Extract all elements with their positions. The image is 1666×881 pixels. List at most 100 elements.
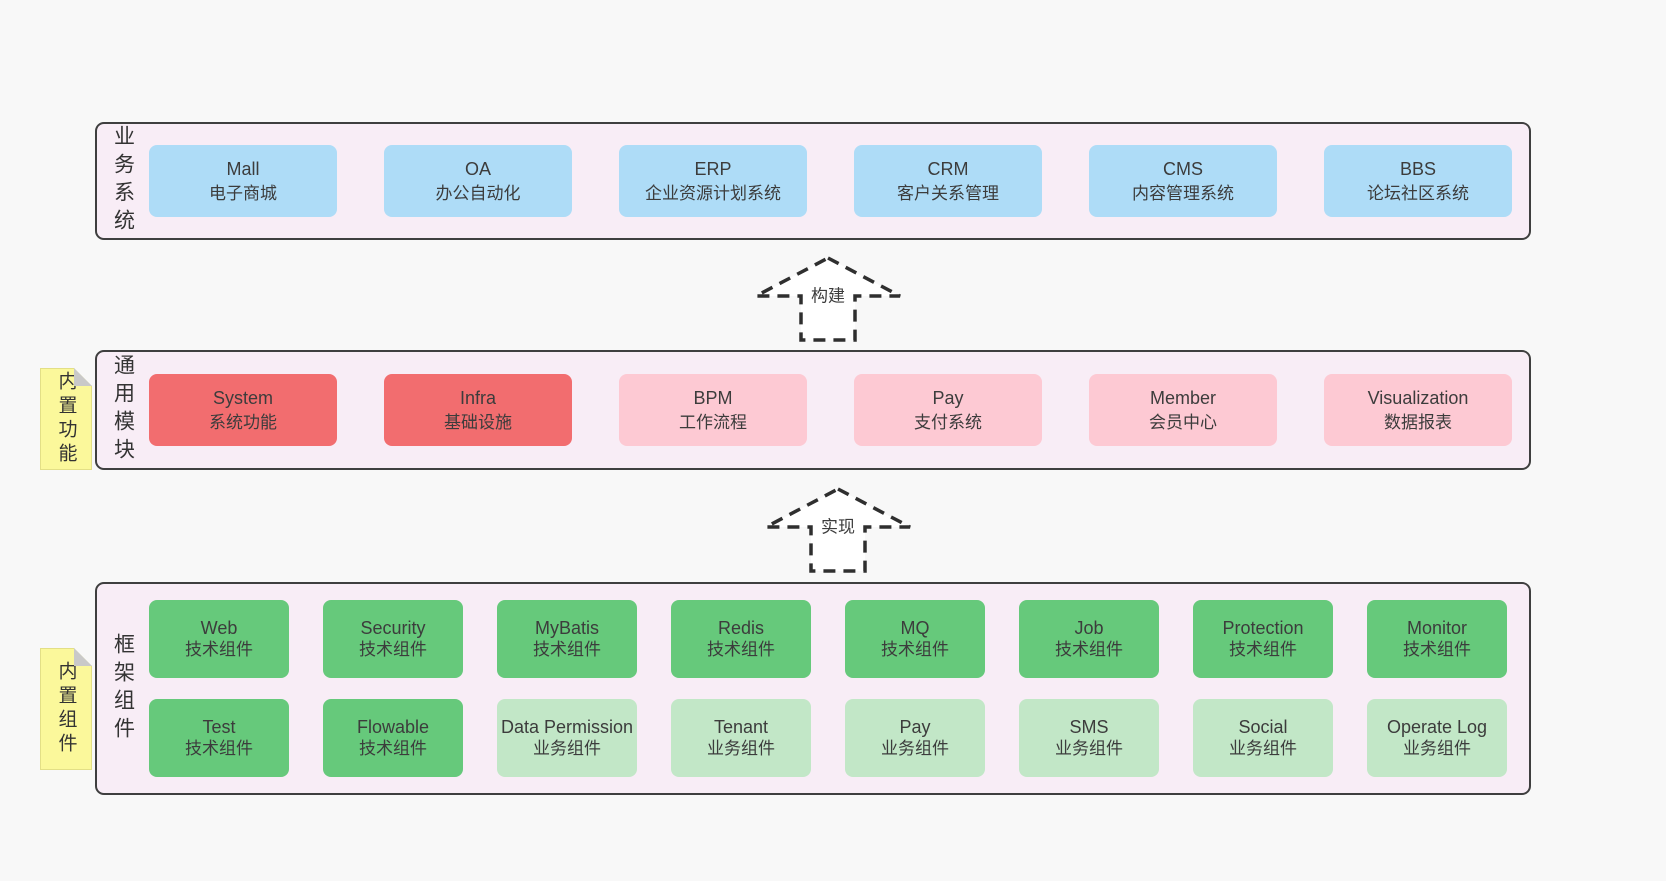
box-monitor: Monitor 技术组件 [1367, 600, 1507, 678]
box-title: Protection [1222, 617, 1304, 638]
box-subtitle: 业务组件 [1403, 739, 1471, 759]
box-mq: MQ 技术组件 [845, 600, 985, 678]
note-built-in-components: 内置组件 [40, 648, 92, 770]
arrow-implement-up: 实现 [763, 486, 913, 574]
box-test: Test 技术组件 [149, 699, 289, 777]
components-row-1: Web 技术组件 Security 技术组件 MyBatis 技术组件 Redi… [149, 600, 1529, 678]
box-subtitle: 技术组件 [359, 739, 427, 759]
layer-common-modules: 通用模块 System 系统功能 Infra 基础设施 BPM 工作流程 Pay… [95, 350, 1531, 470]
box-subtitle: 会员中心 [1149, 412, 1217, 432]
box-sms: SMS 业务组件 [1019, 699, 1159, 777]
box-subtitle: 技术组件 [1055, 640, 1123, 660]
layer-side-label-column: 通用模块 [97, 352, 149, 468]
box-subtitle: 业务组件 [533, 739, 601, 759]
box-subtitle: 技术组件 [881, 640, 949, 660]
box-subtitle: 技术组件 [533, 640, 601, 660]
box-title: CMS [1163, 158, 1203, 179]
box-subtitle: 论坛社区系统 [1367, 183, 1469, 203]
box-crm: CRM 客户关系管理 [854, 145, 1042, 217]
box-cms: CMS 内容管理系统 [1089, 145, 1277, 217]
box-security: Security 技术组件 [323, 600, 463, 678]
arrow-build-label: 构建 [808, 280, 848, 308]
box-member: Member 会员中心 [1089, 374, 1277, 446]
box-title: Operate Log [1386, 716, 1488, 737]
layer-modules-content: System 系统功能 Infra 基础设施 BPM 工作流程 Pay 支付系统… [149, 352, 1529, 468]
arrow-build-up: 构建 [753, 255, 903, 343]
box-tenant: Tenant 业务组件 [671, 699, 811, 777]
box-pay-module: Pay 支付系统 [854, 374, 1042, 446]
box-pay-component: Pay 业务组件 [845, 699, 985, 777]
box-title: ERP [694, 158, 732, 179]
layer-components-content: Web 技术组件 Security 技术组件 MyBatis 技术组件 Redi… [149, 584, 1529, 793]
box-subtitle: 电子商城 [209, 183, 277, 203]
box-redis: Redis 技术组件 [671, 600, 811, 678]
box-subtitle: 业务组件 [1229, 739, 1297, 759]
box-infra: Infra 基础设施 [384, 374, 572, 446]
box-subtitle: 业务组件 [881, 739, 949, 759]
box-web: Web 技术组件 [149, 600, 289, 678]
box-subtitle: 技术组件 [1403, 640, 1471, 660]
box-title: Web [200, 617, 238, 638]
box-system: System 系统功能 [149, 374, 337, 446]
box-title: Security [360, 617, 426, 638]
box-subtitle: 支付系统 [914, 412, 982, 432]
box-title: Data Permission [500, 716, 634, 737]
box-subtitle: 技术组件 [1229, 640, 1297, 660]
box-erp: ERP 企业资源计划系统 [619, 145, 807, 217]
box-title: BPM [693, 387, 733, 408]
box-subtitle: 技术组件 [185, 640, 253, 660]
box-flowable: Flowable 技术组件 [323, 699, 463, 777]
box-mybatis: MyBatis 技术组件 [497, 600, 637, 678]
box-bbs: BBS 论坛社区系统 [1324, 145, 1512, 217]
box-visualization: Visualization 数据报表 [1324, 374, 1512, 446]
box-subtitle: 技术组件 [707, 640, 775, 660]
box-subtitle: 系统功能 [209, 412, 277, 432]
box-title: System [212, 387, 273, 408]
layer-side-label-column: 框架组件 [97, 584, 149, 793]
box-title: OA [464, 158, 491, 179]
box-bpm: BPM 工作流程 [619, 374, 807, 446]
box-protection: Protection 技术组件 [1193, 600, 1333, 678]
box-subtitle: 业务组件 [1055, 739, 1123, 759]
note-built-in-features: 内置功能 [40, 368, 92, 470]
box-title: Infra [459, 387, 497, 408]
box-subtitle: 数据报表 [1384, 412, 1452, 432]
layer-business-label: 业务系统 [111, 125, 135, 237]
box-job: Job 技术组件 [1019, 600, 1159, 678]
box-subtitle: 技术组件 [359, 640, 427, 660]
box-subtitle: 工作流程 [679, 412, 747, 432]
box-subtitle: 企业资源计划系统 [645, 183, 781, 203]
box-oa: OA 办公自动化 [384, 145, 572, 217]
box-subtitle: 办公自动化 [435, 183, 521, 203]
box-title: Social [1238, 716, 1288, 737]
box-title: BBS [1399, 158, 1437, 179]
box-title: Member [1149, 387, 1216, 408]
box-title: Pay [932, 387, 964, 408]
layer-framework-components: 框架组件 Web 技术组件 Security 技术组件 MyBatis 技术组件… [95, 582, 1531, 795]
box-subtitle: 基础设施 [444, 412, 512, 432]
layer-side-label-column: 业务系统 [97, 124, 149, 238]
box-title: SMS [1069, 716, 1109, 737]
box-title: Test [202, 716, 236, 737]
box-title: CRM [927, 158, 969, 179]
layer-business-systems: 业务系统 Mall 电子商城 OA 办公自动化 ERP 企业资源计划系统 CRM… [95, 122, 1531, 240]
box-subtitle: 技术组件 [185, 739, 253, 759]
layer-business-content: Mall 电子商城 OA 办公自动化 ERP 企业资源计划系统 CRM 客户关系… [149, 124, 1529, 238]
box-mall: Mall 电子商城 [149, 145, 337, 217]
arrow-implement-label: 实现 [818, 511, 858, 539]
box-title: Tenant [713, 716, 769, 737]
box-title: Job [1074, 617, 1104, 638]
box-title: Monitor [1406, 617, 1468, 638]
box-title: Mall [226, 158, 260, 179]
layer-modules-label: 通用模块 [111, 354, 135, 466]
box-operate-log: Operate Log 业务组件 [1367, 699, 1507, 777]
box-title: MyBatis [534, 617, 599, 638]
box-subtitle: 客户关系管理 [897, 183, 999, 203]
components-row-2: Test 技术组件 Flowable 技术组件 Data Permission … [149, 699, 1529, 777]
box-social: Social 业务组件 [1193, 699, 1333, 777]
box-title: Redis [717, 617, 765, 638]
box-subtitle: 业务组件 [707, 739, 775, 759]
box-title: MQ [900, 617, 930, 638]
box-title: Flowable [356, 716, 430, 737]
